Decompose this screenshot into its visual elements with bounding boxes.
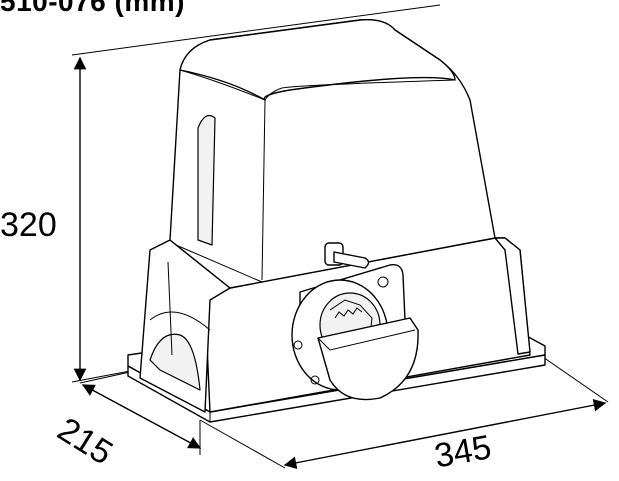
height-label: 320 bbox=[0, 206, 57, 244]
pinion-guard bbox=[317, 317, 419, 401]
release-knob bbox=[324, 242, 370, 269]
upper-cover bbox=[169, 19, 496, 289]
depth-dimension-line bbox=[79, 371, 202, 455]
width-label: 345 bbox=[431, 428, 495, 476]
height-dimension-line bbox=[71, 4, 441, 383]
page-title: 510-076 (mm) bbox=[0, 0, 185, 17]
width-dimension-line bbox=[199, 354, 609, 470]
